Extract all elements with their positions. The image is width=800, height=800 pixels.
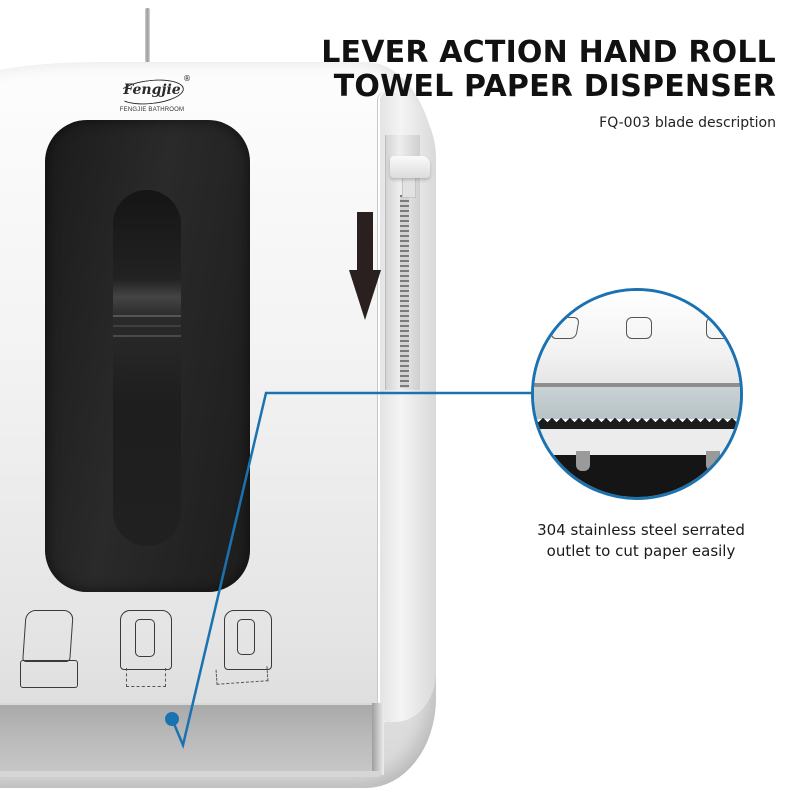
icon-housing: [22, 610, 74, 662]
icon-tray: [20, 660, 78, 688]
icon-housing: [224, 610, 272, 670]
blade-closeup-callout: [531, 288, 743, 500]
paper-level-slot: [113, 190, 181, 546]
brand-logo: Fengjie ® FENGJIE BATHROOM: [112, 74, 192, 114]
caption-line-2: outlet to cut paper easily: [546, 542, 736, 560]
callout-caption: 304 stainless steel serrated outlet to c…: [496, 520, 786, 562]
closeup-icon: [706, 317, 732, 339]
product-title: LEVER ACTION HAND ROLL TOWEL PAPER DISPE…: [321, 36, 776, 104]
hanging-cord: [145, 8, 150, 64]
outlet-lip: [0, 771, 380, 777]
closeup-housing: [534, 291, 740, 383]
icon-window: [237, 619, 255, 655]
closeup-outlet-lip: [534, 429, 740, 455]
icon-housing: [120, 610, 172, 670]
caption-line-1: 304 stainless steel serrated: [537, 521, 745, 539]
logo-wordmark: Fengjie: [123, 82, 181, 98]
closeup-serrated-edge: [534, 415, 740, 429]
registered-mark: ®: [183, 74, 191, 83]
slot-highlight: [113, 325, 181, 327]
closeup-shadow: [534, 455, 740, 497]
icon-paper: [126, 668, 166, 687]
closeup-icon: [626, 317, 652, 339]
outlet-side-wall: [372, 703, 384, 775]
slot-highlight: [113, 315, 181, 317]
closeup-foot: [576, 451, 590, 471]
closeup-rail: [534, 383, 740, 387]
arrow-shaft: [357, 212, 373, 272]
product-subtitle: FQ-003 blade description: [599, 115, 776, 131]
lever-gear-rack: [400, 195, 409, 388]
logo-tagline: FENGJIE BATHROOM: [119, 107, 185, 113]
slot-highlight: [113, 335, 181, 337]
icon-window: [135, 619, 155, 657]
closeup-icon: [550, 317, 580, 339]
title-line-2: TOWEL PAPER DISPENSER: [333, 69, 776, 104]
closeup-steel-blade: [534, 387, 740, 419]
lever-stem: [402, 176, 416, 198]
closeup-foot: [706, 451, 720, 471]
lever-handle: [390, 156, 430, 178]
arrow-head: [349, 270, 381, 320]
viewing-window: [45, 120, 250, 592]
title-line-1: LEVER ACTION HAND ROLL: [321, 35, 776, 70]
paper-outlet: [0, 703, 380, 773]
